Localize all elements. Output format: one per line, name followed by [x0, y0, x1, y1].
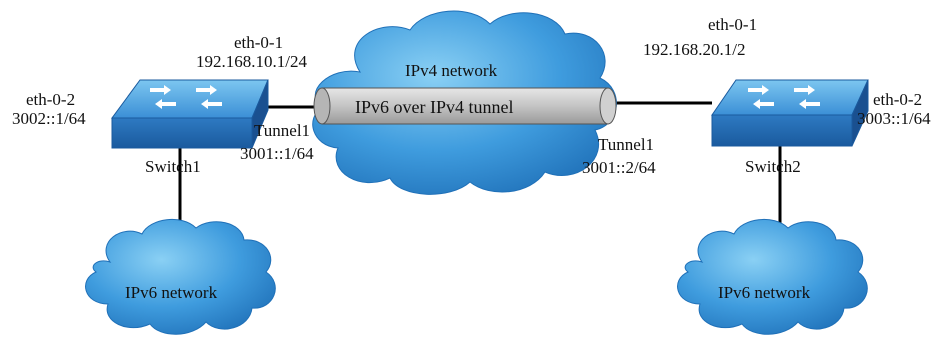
- network-cloud-icon: [677, 218, 868, 335]
- switch1-tunnel-name: Tunnel1: [254, 121, 311, 140]
- switch2-name: Switch2: [745, 157, 801, 176]
- switch2-eth02-addr: 3003::1/64: [857, 109, 931, 128]
- switch1-eth01-name: eth-0-1: [234, 33, 284, 52]
- ipv6-network-right-label: IPv6 network: [718, 283, 811, 302]
- network-switch-icon: [111, 79, 269, 149]
- network-switch-icon: [711, 79, 869, 147]
- tunnel-label: IPv6 over IPv4 tunnel: [355, 97, 514, 117]
- tunnel-tube-icon: [313, 87, 617, 125]
- switch1-eth02-addr: 3002::1/64: [12, 109, 86, 128]
- switch1-eth02-name: eth-0-2: [26, 90, 76, 109]
- network-cloud-icon: [85, 218, 276, 335]
- ipv4-network-label: IPv4 network: [405, 61, 498, 80]
- ipv6-network-left-label: IPv6 network: [125, 283, 218, 302]
- switch2-eth01-addr: 192.168.20.1/2: [643, 40, 746, 59]
- switch1-name: Switch1: [145, 157, 201, 176]
- switch2-eth02-name: eth-0-2: [873, 90, 923, 109]
- switch1-eth01-addr: 192.168.10.1/24: [196, 52, 307, 71]
- switch1-tunnel-addr: 3001::1/64: [240, 144, 314, 163]
- switch2-tunnel-addr: 3001::2/64: [582, 158, 656, 177]
- switch2-eth01-name: eth-0-1: [708, 15, 758, 34]
- switch2-tunnel-name: Tunnel1: [598, 135, 655, 154]
